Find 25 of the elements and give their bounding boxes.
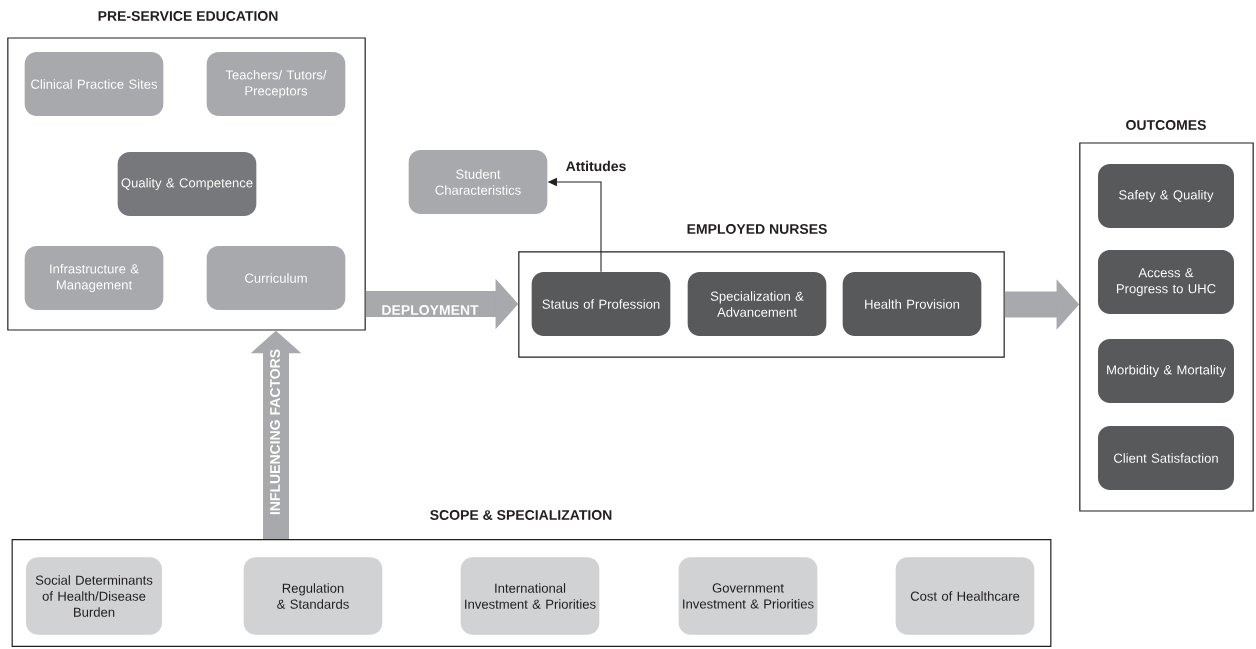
rounded-box: Government Investment & Priorities xyxy=(678,557,818,635)
edge-label: Attitudes xyxy=(566,160,626,172)
group-heading: EMPLOYED NURSES xyxy=(687,224,827,234)
rounded-box: Student Characteristics xyxy=(408,150,548,214)
group-heading: OUTCOMES xyxy=(1126,120,1206,130)
rounded-box: International Investment & Priorities xyxy=(460,557,600,635)
edge-label: INFLUENCING FACTORS xyxy=(270,349,280,515)
rounded-box: Safety & Quality xyxy=(1098,164,1234,228)
group-heading: PRE-SERVICE EDUCATION xyxy=(98,11,278,21)
rounded-box: Social Determinants of Health/Disease Burden xyxy=(26,557,162,635)
rounded-box: Clinical Practice Sites xyxy=(24,52,164,116)
rounded-box: Cost of Healthcare xyxy=(895,557,1035,635)
rounded-box: Quality & Competence xyxy=(117,152,257,216)
rounded-box: Health Provision xyxy=(842,272,982,336)
rounded-box: Client Satisfaction xyxy=(1098,426,1234,490)
rounded-box: Access & Progress to UHC xyxy=(1098,250,1234,314)
rounded-box: Status of Profession xyxy=(531,272,671,336)
edge-label: DEPLOYMENT xyxy=(382,305,479,315)
rounded-box: Specialization & Advancement xyxy=(687,272,827,336)
group-heading: SCOPE & SPECIALIZATION xyxy=(430,510,612,520)
rounded-box: Regulation & Standards xyxy=(243,557,383,635)
rounded-box: Infrastructure & Management xyxy=(24,246,164,310)
rounded-box: Curriculum xyxy=(206,246,346,310)
rounded-box: Teachers/ Tutors/ Preceptors xyxy=(206,52,346,116)
rounded-box: Morbidity & Mortality xyxy=(1098,339,1234,403)
